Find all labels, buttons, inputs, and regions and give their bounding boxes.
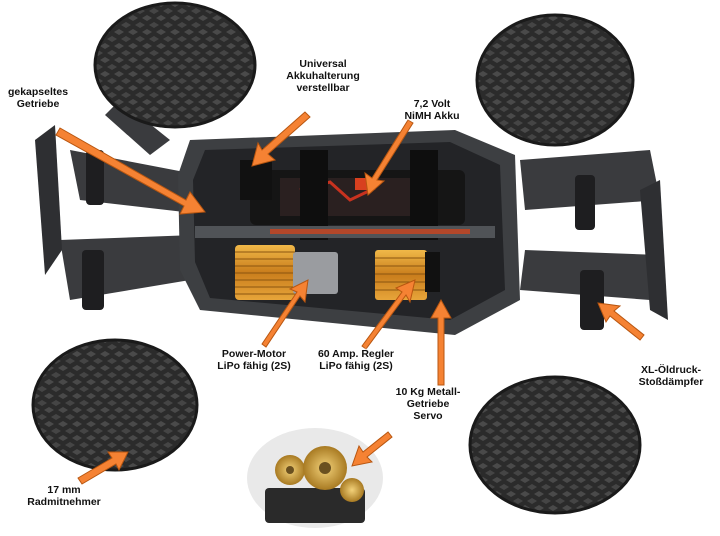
label-wheel-hub: 17 mm Radmitnehmer: [27, 484, 101, 508]
arrow-wheel-hub: [77, 451, 129, 485]
callout-arrows: [55, 111, 645, 485]
arrow-battery: [364, 119, 414, 196]
arrow-servo: [430, 298, 452, 386]
speed-controller: [375, 250, 440, 300]
arrow-gearbox: [55, 127, 206, 215]
servo-gear-inset: [247, 428, 383, 528]
label-shocks: XL-Öldruck- Stoßdämpfer: [638, 364, 704, 388]
label-battery: 7,2 Volt NiMH Akku: [404, 98, 460, 122]
front-bumper: [35, 125, 62, 275]
rear-bumper: [640, 180, 668, 320]
rear-left-tire: [31, 338, 199, 472]
arrow-shocks: [597, 302, 645, 341]
label-motor: Power-Motor LiPo fähig (2S): [217, 348, 291, 372]
battery-holder: [240, 160, 272, 200]
arrow-esc: [361, 279, 416, 350]
drive-shaft: [195, 226, 495, 238]
rear-right-tire: [468, 375, 642, 515]
label-gearbox: gekapseltes Getriebe: [7, 86, 69, 110]
shock-absorbers: [82, 150, 604, 330]
arrow-motor: [261, 279, 309, 348]
label-battery-holder: Universal Akkuhalterung verstellbar: [286, 58, 360, 94]
battery-straps: [300, 150, 438, 240]
label-esc: 60 Amp. Regler LiPo fähig (2S): [317, 348, 395, 372]
front-left-tire: [93, 1, 257, 129]
label-servo: 10 Kg Metall- Getriebe Servo: [395, 386, 461, 422]
arrow-servo-inset: [351, 431, 393, 467]
motor: [235, 245, 338, 300]
arrow-battery-holder: [251, 111, 311, 167]
front-right-tire: [475, 13, 635, 147]
